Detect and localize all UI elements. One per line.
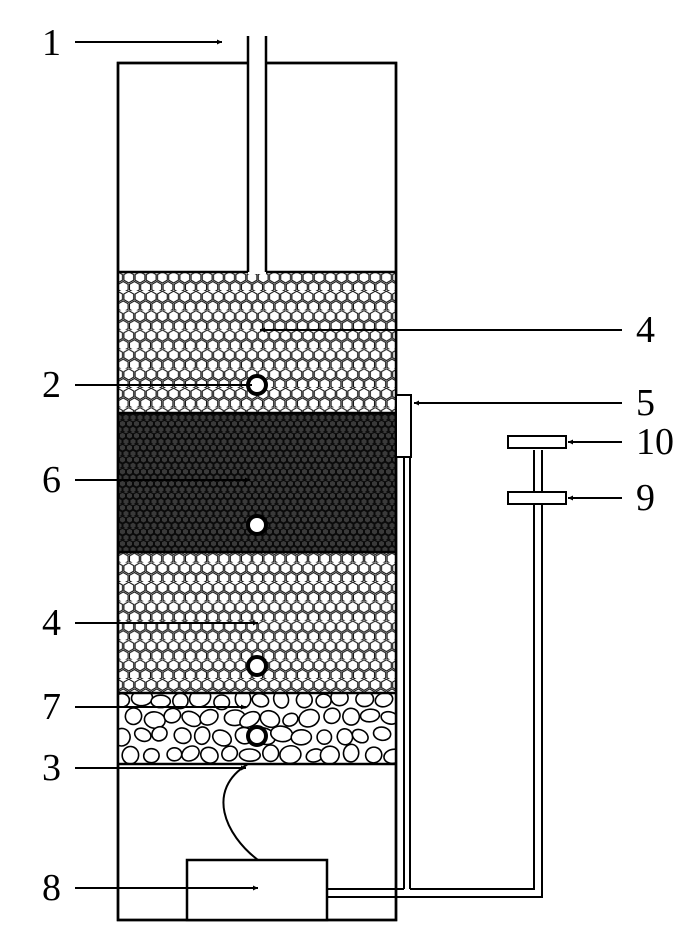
- gravel-stone: [290, 728, 313, 746]
- gravel-stone: [199, 708, 219, 726]
- label-7: 7: [42, 686, 61, 728]
- return-pipe: [403, 457, 411, 889]
- sampling-port-lower: [246, 655, 268, 677]
- label-8: 8: [42, 867, 61, 909]
- gravel-stone: [342, 707, 361, 726]
- gravel-stone: [359, 708, 381, 723]
- gravel-layer: [118, 693, 396, 764]
- gravel-stone: [193, 726, 211, 746]
- gravel-stone: [181, 745, 200, 762]
- gravel-stone: [272, 693, 290, 709]
- gravel-stone: [142, 747, 160, 764]
- recycle-pipe: [327, 450, 543, 898]
- gravel-stone: [262, 744, 280, 763]
- gravel-stone: [181, 710, 202, 728]
- label-9: 9: [636, 477, 655, 519]
- gravel-stone: [213, 694, 231, 711]
- gravel-stone: [124, 707, 143, 726]
- gravel-stone: [118, 727, 131, 747]
- valve-9: [507, 491, 567, 505]
- gravel-stone: [355, 693, 375, 708]
- label-2: 2: [42, 364, 61, 406]
- gravel-stone: [239, 710, 261, 729]
- gravel-stone: [151, 725, 168, 742]
- gravel-stone: [295, 693, 313, 709]
- gravel-stone: [380, 710, 396, 725]
- label-1: 1: [42, 22, 61, 64]
- gravel-stone: [316, 729, 333, 746]
- gravel-stone: [315, 693, 332, 709]
- gravel-stone: [211, 729, 233, 747]
- gravel-stone: [199, 746, 219, 764]
- gravel-stone: [143, 711, 166, 730]
- gravel-stone: [118, 693, 131, 708]
- gravel-stone: [351, 728, 369, 744]
- pump-box: [185, 858, 329, 922]
- bottom-tube: [222, 763, 259, 861]
- gravel-stone: [150, 694, 172, 709]
- gravel-stone: [221, 745, 239, 762]
- gravel-stone: [342, 743, 360, 763]
- gravel-stone: [282, 712, 299, 727]
- gravel-stone: [238, 748, 261, 763]
- gravel-stone: [166, 746, 183, 762]
- gravel-stone: [323, 707, 341, 725]
- label-6: 6: [42, 459, 61, 501]
- sampling-port-middle: [246, 514, 268, 536]
- label-5: 5: [636, 382, 655, 424]
- label-4-upper: 4: [636, 309, 655, 351]
- leader-arrows: [75, 39, 622, 891]
- side-outlet: [395, 394, 412, 458]
- label-10: 10: [636, 421, 674, 463]
- gravel-stone: [364, 746, 383, 764]
- gravel-stone: [259, 709, 281, 729]
- gravel-stone: [372, 726, 392, 742]
- gravel-stone: [121, 745, 140, 764]
- inlet-pipe: [246, 36, 268, 274]
- gravel-stone: [163, 707, 182, 724]
- label-4-lower: 4: [42, 602, 61, 644]
- sampling-port-gravel: [246, 725, 268, 747]
- gravel-stone: [133, 727, 152, 743]
- gravel-stone: [173, 727, 192, 745]
- gravel-stone: [298, 708, 320, 728]
- label-3: 3: [42, 747, 61, 789]
- valve-10: [507, 435, 567, 449]
